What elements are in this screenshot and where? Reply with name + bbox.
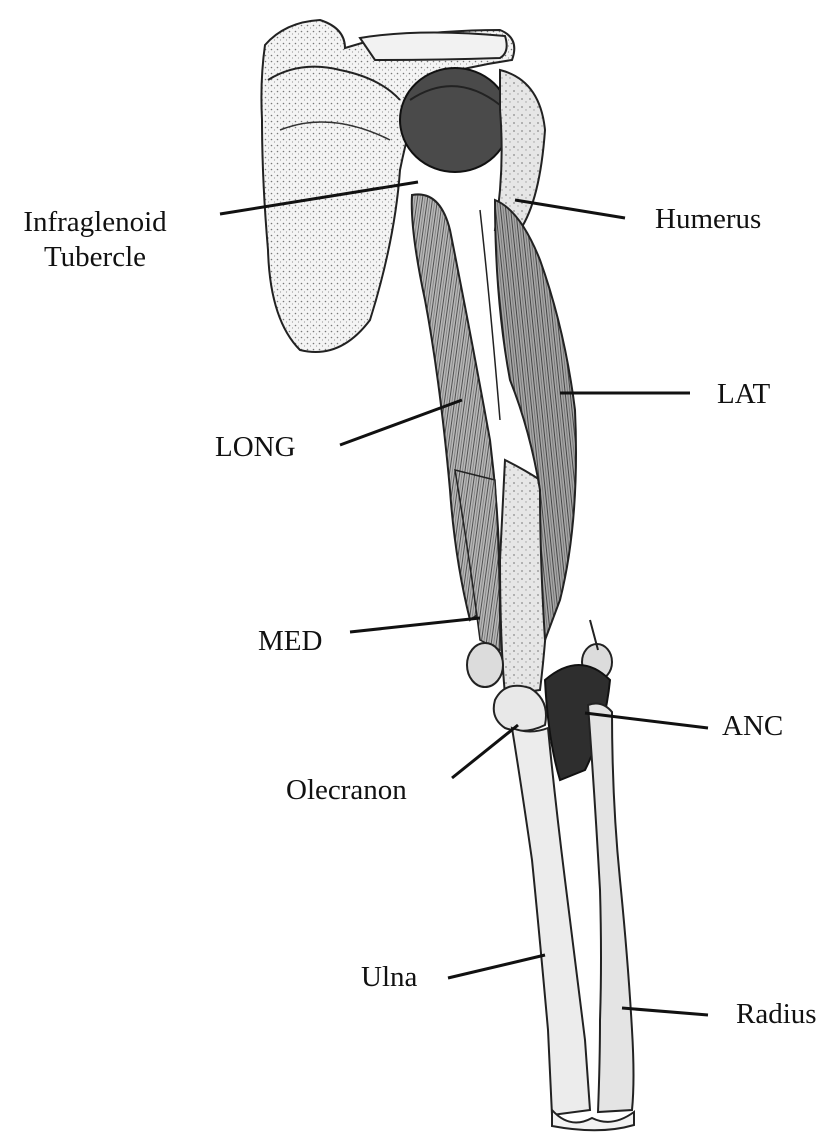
label-humerus: Humerus [655,202,761,237]
label-olecranon: Olecranon [286,773,407,808]
leader-ulna [448,955,545,978]
label-infraglenoid-line1: Infraglenoid [6,205,184,240]
leader-med [350,618,480,632]
leader-radius [622,1008,708,1015]
label-ulna: Ulna [361,960,417,995]
label-infraglenoid-line2: Tubercle [6,240,184,275]
label-long: LONG [215,430,296,465]
label-infraglenoid-tubercle: Infraglenoid Tubercle [6,205,184,275]
label-radius: Radius [736,997,817,1032]
ulna-bone [512,728,590,1115]
leader-olecranon [452,725,518,778]
label-lat: LAT [717,377,770,412]
label-med: MED [258,624,322,659]
medial-epicondyle [467,643,503,687]
leader-humerus [515,200,625,218]
olecranon [494,686,546,731]
label-anc: ANC [722,709,783,744]
